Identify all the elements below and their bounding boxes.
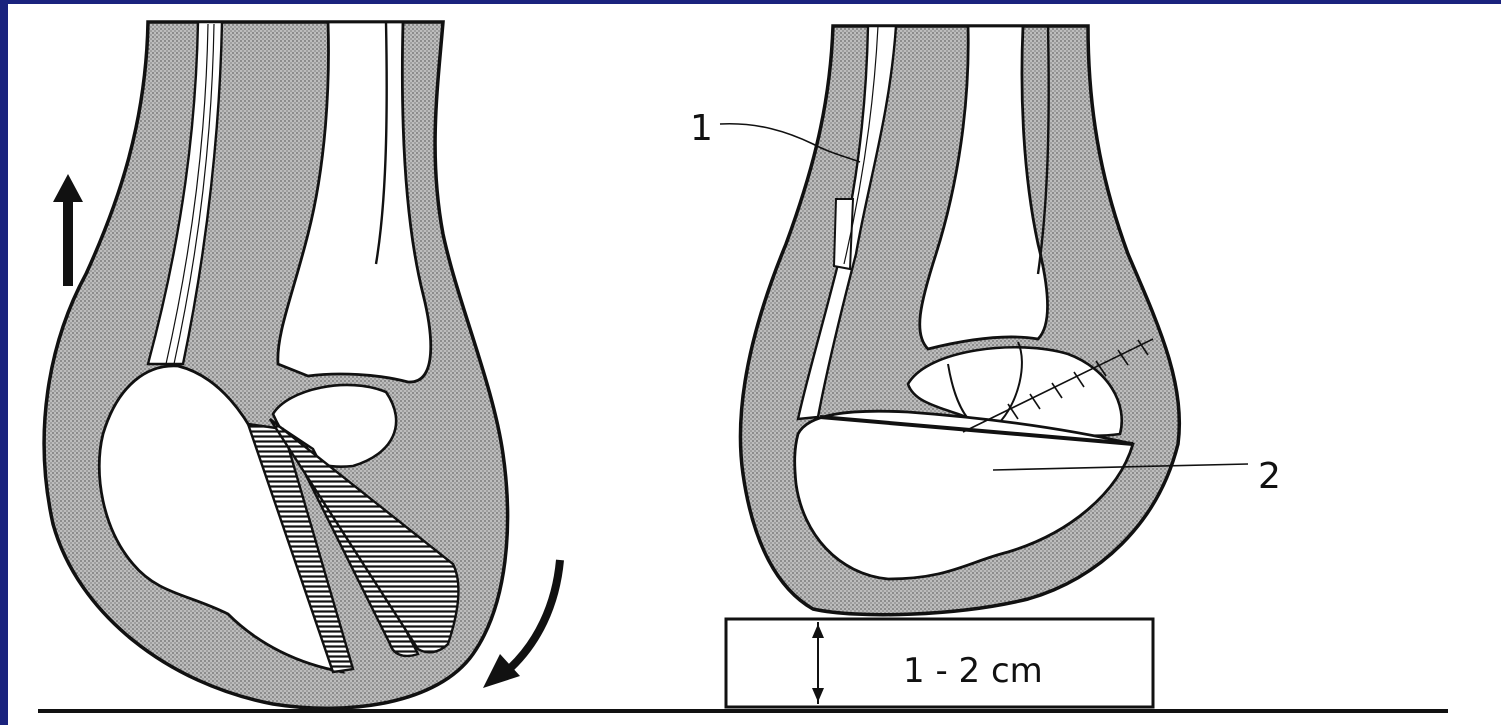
block-height-label: 1 - 2 cm xyxy=(903,651,1043,691)
diagram-frame: 1 2 1 - 2 cm xyxy=(8,4,1501,725)
up-arrow-icon xyxy=(53,174,83,286)
diagram-canvas: 1 2 1 - 2 cm xyxy=(8,4,1501,725)
label-2: 2 xyxy=(1258,456,1281,497)
heel-block: 1 - 2 cm xyxy=(726,619,1153,707)
left-foot-diagram xyxy=(44,22,507,708)
label-1: 1 xyxy=(690,108,713,149)
right-foot-diagram xyxy=(740,26,1179,615)
